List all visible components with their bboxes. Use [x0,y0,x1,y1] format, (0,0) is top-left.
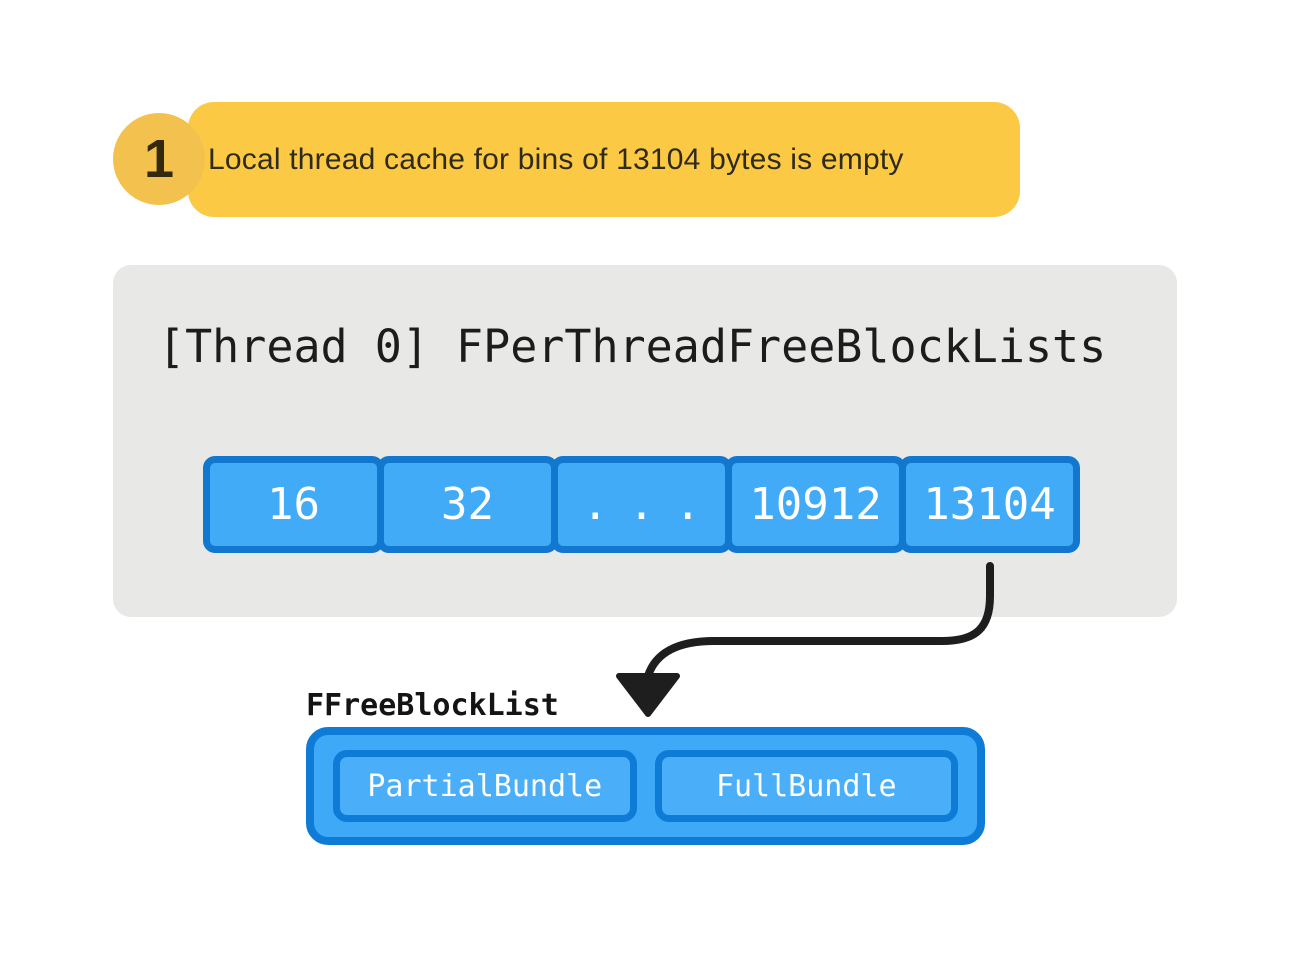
callout-bubble: Local thread cache for bins of 13104 byt… [188,102,1020,217]
full-bundle-box: FullBundle [654,750,958,822]
bin-box-16: 16 [203,456,384,553]
free-block-list-container: PartialBundle FullBundle [306,727,985,845]
flow-arrow-head-icon [616,673,680,717]
free-block-list-label: FFreeBlockList [306,688,559,723]
partial-bundle-box: PartialBundle [333,750,637,822]
bin-box-13104: 13104 [899,456,1080,553]
callout-text: Local thread cache for bins of 13104 byt… [208,142,904,176]
bin-row: 16 32 ... 10912 13104 [203,456,1080,553]
step-number: 1 [143,129,175,189]
thread-panel: [Thread 0] FPerThreadFreeBlockLists 16 3… [113,265,1177,617]
bin-box-ellipsis: ... [551,456,732,553]
thread-panel-title: [Thread 0] FPerThreadFreeBlockLists [158,320,1107,373]
bin-box-32: 32 [377,456,558,553]
step-number-badge: 1 [113,113,205,205]
bin-box-10912: 10912 [725,456,906,553]
